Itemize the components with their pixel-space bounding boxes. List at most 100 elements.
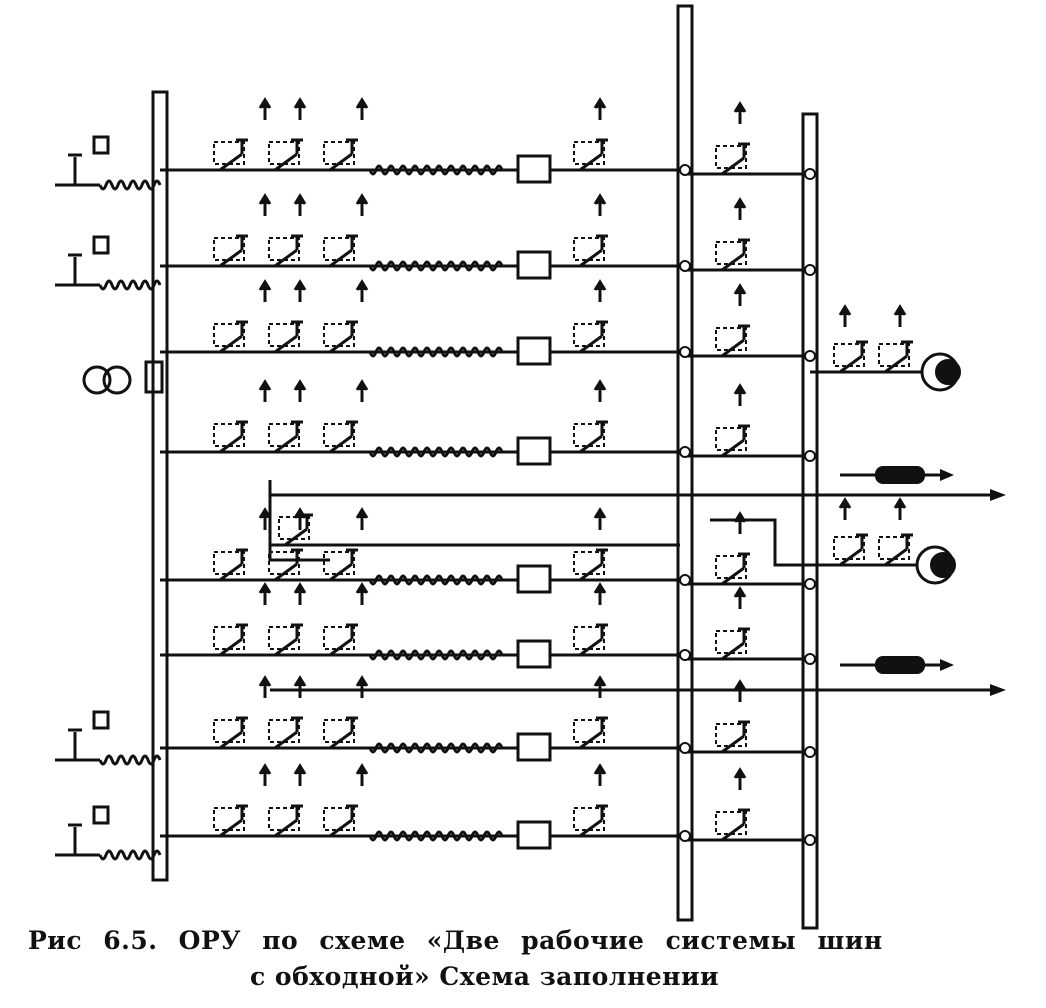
dashed-frame [268,423,300,447]
ground-arrow [258,379,272,402]
ground-arrow [293,97,307,120]
figure-caption: Рис 6.5. ОРУ по схеме «Две рабочие систе… [0,924,1046,1008]
reactor-block [875,656,925,674]
dashed-frame [268,141,300,165]
line-arrester [68,253,82,285]
ground-arrow [293,582,307,605]
busbar-1 [151,90,169,882]
ground-arrow [838,304,852,327]
measuring-box [516,154,552,184]
arrester-box [92,710,110,730]
dashed-frame [278,516,310,540]
reactor-coil [98,279,162,291]
dashed-frame [213,551,245,575]
dashed-frame [213,141,245,165]
dashed-frame [213,807,245,831]
bus-node [679,742,691,754]
dashed-frame [323,423,355,447]
ground-arrow [593,582,607,605]
ground-arrow [258,763,272,786]
ground-arrow [258,507,272,530]
ground-arrow [355,379,369,402]
measuring-box [516,639,552,669]
diagram-extras [55,135,1006,861]
dashed-frame [213,323,245,347]
feeder-row-6 [160,582,816,669]
dashed-frame [268,323,300,347]
ground-arrow [593,193,607,216]
line-arrester [68,153,82,185]
line-arrester [68,823,82,855]
ground-arrow [258,675,272,698]
line-arrester [68,728,82,760]
dashed-frame [573,141,605,165]
bus-node [804,653,816,665]
ground-arrow [293,193,307,216]
dashed-frame [573,323,605,347]
feeder-row-5 [160,507,816,594]
ground-arrow [593,675,607,698]
caption-line-2: с обходной» Схема заполнении [250,962,720,991]
transformer-bushing [144,360,164,394]
measuring-box [516,250,552,280]
dashed-frame [213,237,245,261]
ground-arrow [733,586,747,609]
line-arrow [990,684,1006,696]
ground-arrow [733,767,747,790]
dashed-frame [323,141,355,165]
dashed-frame [715,555,747,579]
arrester-box [92,805,110,825]
reactor-coil [98,179,162,191]
dashed-frame [573,626,605,650]
measuring-box [516,820,552,850]
line-arrow [940,469,954,481]
dashed-frame [833,536,865,560]
ground-arrow [355,279,369,302]
reactor-coil [368,260,504,272]
dashed-frame [715,630,747,654]
dashed-frame [268,807,300,831]
dashed-frame [323,323,355,347]
ground-arrow [593,279,607,302]
dashed-frame [715,427,747,451]
transformer-winding [102,365,132,395]
ground-arrow [293,279,307,302]
busbar-3 [801,112,819,930]
dashed-frame [323,626,355,650]
dashed-frame [213,423,245,447]
bypass-loop [710,518,810,567]
bus-node [804,450,816,462]
ground-arrow [593,379,607,402]
ground-arrow [258,279,272,302]
bus-node [679,346,691,358]
measuring-box [516,336,552,366]
bus-node [804,168,816,180]
busbar-2 [676,4,694,922]
feeder-row-1 [160,97,816,184]
bus-coupler [268,480,680,562]
busbar-group [151,4,819,930]
line-arrow [990,489,1006,501]
line-arrow [940,659,954,671]
feeder-row-7 [160,675,816,762]
reactor-coil [368,574,504,586]
ground-arrow [355,582,369,605]
ground-arrow [355,97,369,120]
bus-node [804,264,816,276]
transformer-winding [82,365,112,395]
feeder-row-8 [160,763,816,850]
dashed-frame [323,551,355,575]
measuring-box [516,564,552,594]
dashed-frame [878,343,910,367]
feeder-rows [160,97,816,850]
arrester-box [92,235,110,255]
reactor-coil [368,164,504,176]
measuring-box [516,732,552,762]
ground-arrow [293,379,307,402]
dashed-frame [715,811,747,835]
dashed-frame [323,807,355,831]
dashed-frame [715,327,747,351]
ground-arrow [355,193,369,216]
reactor-coil [368,742,504,754]
